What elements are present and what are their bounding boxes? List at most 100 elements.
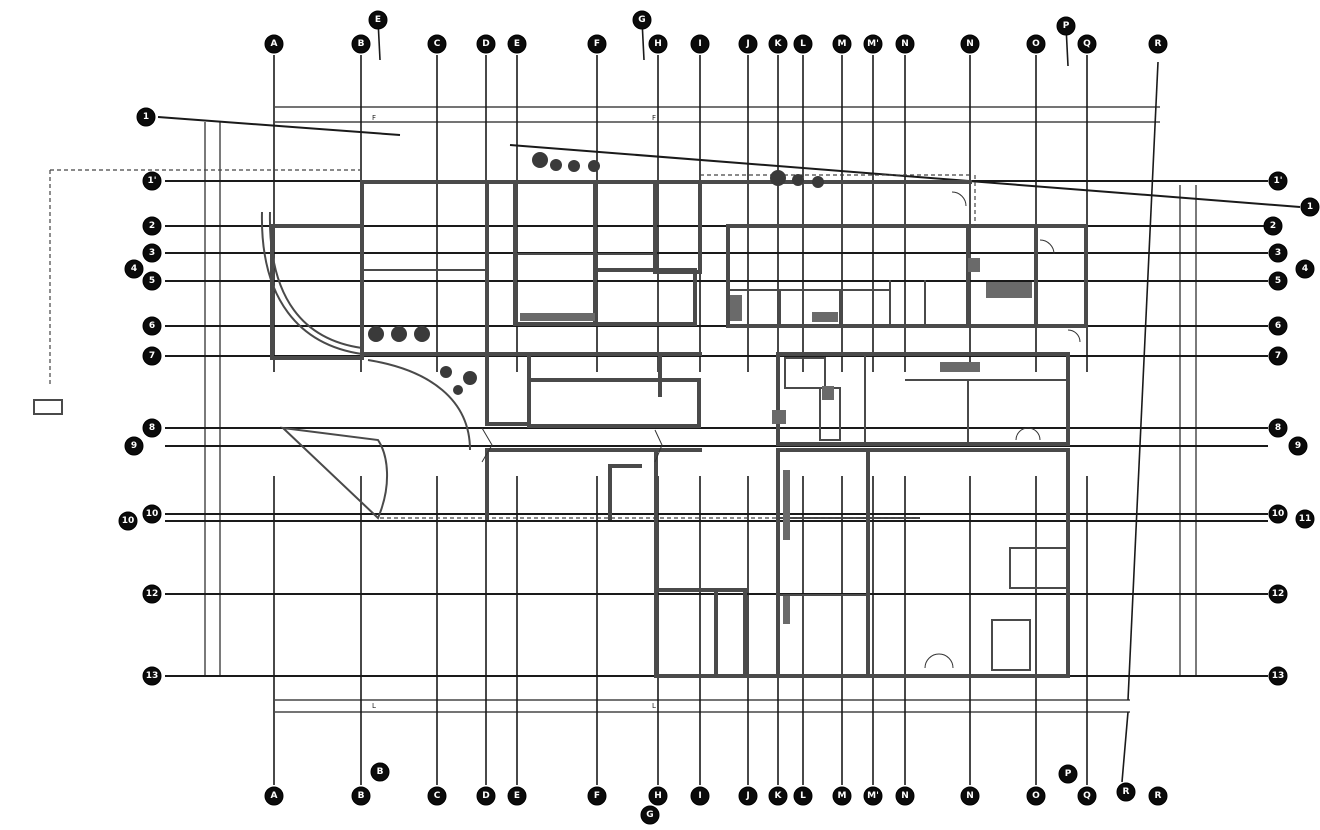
grid-bubble-label: R	[1155, 39, 1162, 49]
section-mark-text: F	[652, 114, 656, 122]
grid-bubble-label: M'	[867, 39, 879, 49]
section-mark-text: L	[652, 702, 656, 710]
grid-bubble-label: N	[966, 791, 974, 801]
grid-bubble-circle	[1077, 34, 1097, 54]
grid-bubble-bottom: D	[476, 786, 496, 806]
grid-bubble-label: M	[838, 39, 847, 49]
grid-bubble-label: B	[358, 39, 365, 49]
grid-bubble-top: M'	[863, 34, 883, 54]
grid-bubble-circle	[793, 786, 813, 806]
grid-bubble-label: 8	[149, 423, 155, 433]
grid-bubble-circle	[895, 34, 915, 54]
grid-bubble-top-extra: E	[368, 10, 388, 30]
grid-bubble-label: 6	[1275, 321, 1281, 331]
grid-bubble-left: 7	[142, 346, 162, 366]
grid-bubble-label: 3	[1275, 248, 1281, 258]
grid-bubble-label: I	[698, 791, 701, 801]
landscape-trees	[368, 152, 824, 395]
grid-bubble-label: L	[800, 791, 806, 801]
grid-bubble-top: J	[738, 34, 758, 54]
grid-bubble-left: 13	[142, 666, 162, 686]
grid-bubble-label: 1	[143, 112, 149, 122]
grid-bubble-circle	[427, 786, 447, 806]
grid-bubble-label: 13	[1272, 671, 1285, 681]
grid-bubble-bottom: A	[264, 786, 284, 806]
grid-bubble-top: C	[427, 34, 447, 54]
grid-bubble-bottom: M	[832, 786, 852, 806]
grid-bubble-circle	[690, 786, 710, 806]
room-fixtures	[520, 258, 1032, 624]
grid-bubble-circle	[1268, 418, 1288, 438]
grid-bubble-label: G	[646, 810, 653, 820]
grid-bubble-circle	[142, 666, 162, 686]
grid-bubble-circle	[1268, 271, 1288, 291]
grid-bubble-bottom: N	[895, 786, 915, 806]
grid-bubble-right: 9	[1288, 436, 1308, 456]
grid-bubble-circle	[1263, 216, 1283, 236]
grid-bubble-label: A	[271, 791, 278, 801]
grid-bubble-left: 2	[142, 216, 162, 236]
grid-bubble-circle	[690, 34, 710, 54]
grid-bubble-label: N	[901, 39, 909, 49]
grid-bubble-top-extra: G	[632, 10, 652, 30]
grid-bubble-bottom: L	[793, 786, 813, 806]
grid-bubble-right: 12	[1268, 584, 1288, 604]
grid-bubble-right: 7	[1268, 346, 1288, 366]
grid-bubble-circle	[368, 10, 388, 30]
grid-bubble-label: J	[745, 39, 749, 49]
grid-bubble-top: L	[793, 34, 813, 54]
grid-bubble-label: M	[838, 791, 847, 801]
grid-bubble-label: N	[966, 39, 974, 49]
grid-bubble-circle	[1077, 786, 1097, 806]
grid-bubble-label: Q	[1083, 39, 1091, 49]
grid-bubble-left: 5	[142, 271, 162, 291]
grid-bubble-circle	[427, 34, 447, 54]
grid-bubble-label: 9	[1295, 441, 1301, 451]
grid-bubble-top: F	[587, 34, 607, 54]
grid-bubble-circle	[142, 504, 162, 524]
grid-bubble-label: P	[1063, 21, 1070, 31]
grid-bubble-circle	[1268, 584, 1288, 604]
grid-bubble-circle	[648, 786, 668, 806]
grid-bubble-circle	[960, 786, 980, 806]
grid-bubble-circle	[768, 786, 788, 806]
grid-bubble-circle	[142, 316, 162, 336]
grid-bubble-bottom-extra: B	[370, 762, 390, 782]
grid-bubble-circle	[1300, 197, 1320, 217]
grid-bubble-label: C	[434, 791, 441, 801]
grid-bubble-bottom-extra: P	[1058, 764, 1078, 784]
grid-bubble-circle	[1026, 786, 1046, 806]
grid-bubble-circle	[648, 34, 668, 54]
grid-bubble-circle	[587, 786, 607, 806]
grid-bubble-circle	[1268, 346, 1288, 366]
grid-bubble-left: 8	[142, 418, 162, 438]
grid-bubble-left: 9	[124, 436, 144, 456]
grid-bubble-circle	[738, 786, 758, 806]
grid-bubble-label: C	[434, 39, 441, 49]
grid-bubble-label: E	[375, 15, 381, 25]
grid-bubble-label: 2	[1270, 221, 1276, 231]
grid-bubble-circle	[476, 34, 496, 54]
grid-bubble-circle	[142, 171, 162, 191]
grid-bubble-label: 1	[1307, 202, 1313, 212]
grid-bubble-label: 1'	[1273, 176, 1282, 186]
grid-bubble-left: 3	[142, 243, 162, 263]
grid-bubble-top: K	[768, 34, 788, 54]
grid-bubble-label: Q	[1083, 791, 1091, 801]
grid-bubble-circle	[476, 786, 496, 806]
grid-bubble-bottom: I	[690, 786, 710, 806]
grid-bubble-circle	[142, 216, 162, 236]
grid-bubble-label: E	[514, 791, 520, 801]
grid-bubble-circle	[370, 762, 390, 782]
grid-bubble-top: N	[960, 34, 980, 54]
grid-bubble-right: 1	[1300, 197, 1320, 217]
grid-bubble-left: 10	[118, 511, 138, 531]
grid-bubble-circle	[1268, 504, 1288, 524]
skewed-grid-lines	[157, 61, 1301, 783]
grid-bubble-top: D	[476, 34, 496, 54]
grid-bubble-label: 5	[1275, 276, 1281, 286]
grid-bubble-circle	[142, 243, 162, 263]
grid-bubble-top: E	[507, 34, 527, 54]
grid-bubble-right: 4	[1295, 259, 1315, 279]
